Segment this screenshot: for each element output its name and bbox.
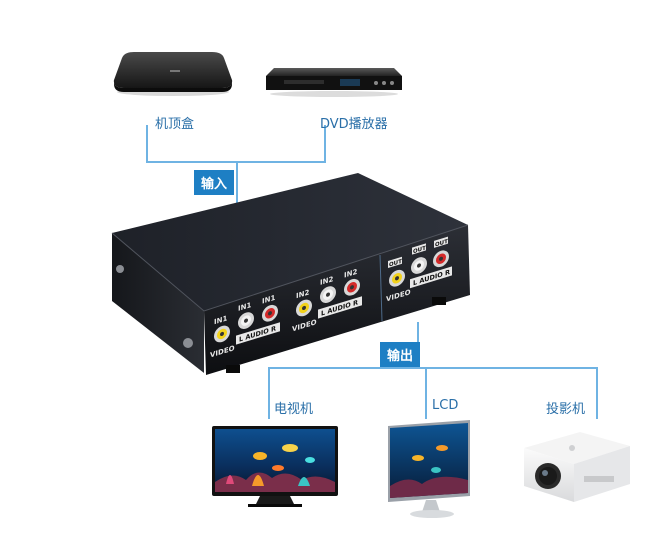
in1-audio-l-label: IN1 — [238, 300, 251, 313]
projector-label: 投影机 — [546, 402, 586, 417]
out-video-label: OUT — [389, 259, 402, 269]
in1-video-label: IN1 — [214, 313, 227, 326]
wire-settopbox-down — [146, 125, 148, 163]
in2-audio-r-label: IN2 — [344, 267, 357, 280]
set-top-box-image — [113, 52, 233, 96]
in1-audio-r-label: IN1 — [262, 293, 275, 306]
input-badge: 输入 — [194, 170, 235, 195]
in2-video-text: VIDEO — [292, 317, 317, 333]
wire-lcd-down — [425, 367, 427, 419]
in2-audio-l-label: IN2 — [320, 274, 333, 287]
wire-tv-down — [268, 367, 270, 419]
projector-image — [524, 432, 630, 502]
output-badge: 输出 — [380, 342, 421, 367]
av-switch-box — [111, 173, 470, 375]
tv-image — [212, 426, 338, 507]
in2-video-label: IN2 — [296, 287, 309, 300]
dvd-player-image — [266, 68, 402, 97]
tv-label: 电视机 — [274, 402, 314, 417]
out-audio-r-label: OUT — [435, 239, 448, 249]
out-audio-l-label: OUT — [413, 245, 426, 255]
wire-projector-down — [596, 367, 598, 419]
wire-dvd-down — [324, 125, 326, 163]
out-video-text: VIDEO — [386, 287, 411, 303]
switch-front-panel: IN1 VIDEO IN1 IN1 L AUDIO R IN2 VIDEO IN… — [210, 236, 452, 360]
wire-output-bus — [268, 367, 598, 369]
in1-video-text: VIDEO — [210, 343, 235, 359]
dvd-player-label: DVD播放器 — [320, 117, 388, 132]
lcd-monitor-image — [388, 420, 470, 518]
lcd-label: LCD — [432, 398, 459, 413]
settopbox-label: 机顶盒 — [155, 117, 195, 132]
